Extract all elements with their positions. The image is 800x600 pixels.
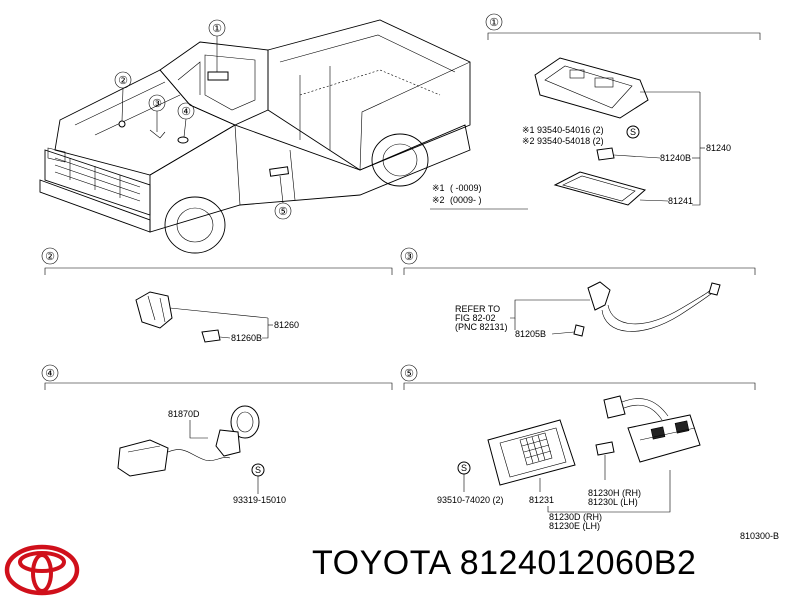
part-93319: 93319-15010 [233, 495, 286, 505]
bulb-socket [587, 281, 611, 311]
section-1: ① S ※1 93540-54016 (2) ※2 93540-54018 (2… [430, 13, 761, 210]
toyota-emblem-icon [4, 544, 80, 596]
courtesy-lamp-lens [487, 419, 576, 486]
part-81241: 81241 [668, 196, 693, 206]
section-3: ③ REFER TO FIG 82-02 (PNC 82131) 81205B [400, 247, 756, 339]
section-5-number: ⑤ [404, 368, 414, 380]
legend-2-mark: ※2 [432, 195, 445, 205]
section-4-number: ④ [45, 368, 55, 380]
part-number-title: TOYOTA 8124012060B2 [312, 544, 697, 582]
part-81870D: 81870D [168, 409, 200, 419]
lamp-lens [553, 171, 647, 206]
wire-connector [117, 439, 169, 477]
refer-line-2: FIG 82-02 [455, 313, 496, 323]
part-81205B: 81205B [515, 329, 546, 339]
section-4: ④ 81870D S 93319-15010 [41, 364, 393, 505]
section-2-number: ② [45, 251, 55, 263]
part-81230H: 81230H (RH) [588, 488, 641, 498]
callout-2: ② [118, 75, 128, 87]
legend-1-mark: ※1 [432, 183, 445, 193]
part-81230D: 81230D (RH) [549, 512, 602, 522]
section-1-number: ① [489, 17, 499, 29]
key-cylinder-ring [230, 405, 260, 439]
section-2: ② 81260B 81260 [41, 247, 393, 343]
part-81240: 81240 [706, 143, 731, 153]
section-4-s-mark: S [255, 465, 261, 475]
lamp-wire-connector [603, 395, 626, 419]
truck-illustration [39, 19, 471, 254]
part-81260: 81260 [274, 320, 299, 330]
part-81260B: 81260B [231, 333, 262, 343]
section-5: ⑤ S 93510-74020 (2) 81231 81230H (RH) 81… [400, 364, 756, 531]
part-81230E: 81230E (LH) [549, 521, 600, 531]
callout-3: ③ [152, 98, 162, 110]
truck-callouts: ① ② ③ ④ ⑤ [114, 19, 292, 220]
figure-code: 810300-B [740, 531, 779, 541]
section-3-number: ③ [404, 251, 414, 263]
section-5-s-mark: S [461, 463, 467, 473]
legend-1-range: ( -0009) [450, 183, 482, 193]
lamp-housing [534, 57, 649, 119]
legend-2-range: (0009- ) [450, 195, 482, 205]
part-81240B: 81240B [660, 153, 691, 163]
part-93510: 93510-74020 (2) [437, 495, 504, 505]
door-switch [135, 291, 173, 329]
refer-line-1: REFER TO [455, 304, 500, 314]
section-1-s-mark: S [630, 127, 636, 137]
callout-1: ① [212, 23, 222, 35]
callout-5: ⑤ [278, 206, 288, 218]
part-81230L: 81230L (LH) [588, 497, 638, 507]
courtesy-lamp-housing [627, 414, 701, 463]
part-81231: 81231 [529, 495, 554, 505]
refer-line-3: (PNC 82131) [455, 322, 508, 332]
lens-grid [519, 432, 553, 466]
callout-4: ④ [181, 106, 191, 118]
note-1: ※1 93540-54016 (2) [522, 125, 604, 135]
note-2: ※2 93540-54018 (2) [522, 136, 604, 146]
